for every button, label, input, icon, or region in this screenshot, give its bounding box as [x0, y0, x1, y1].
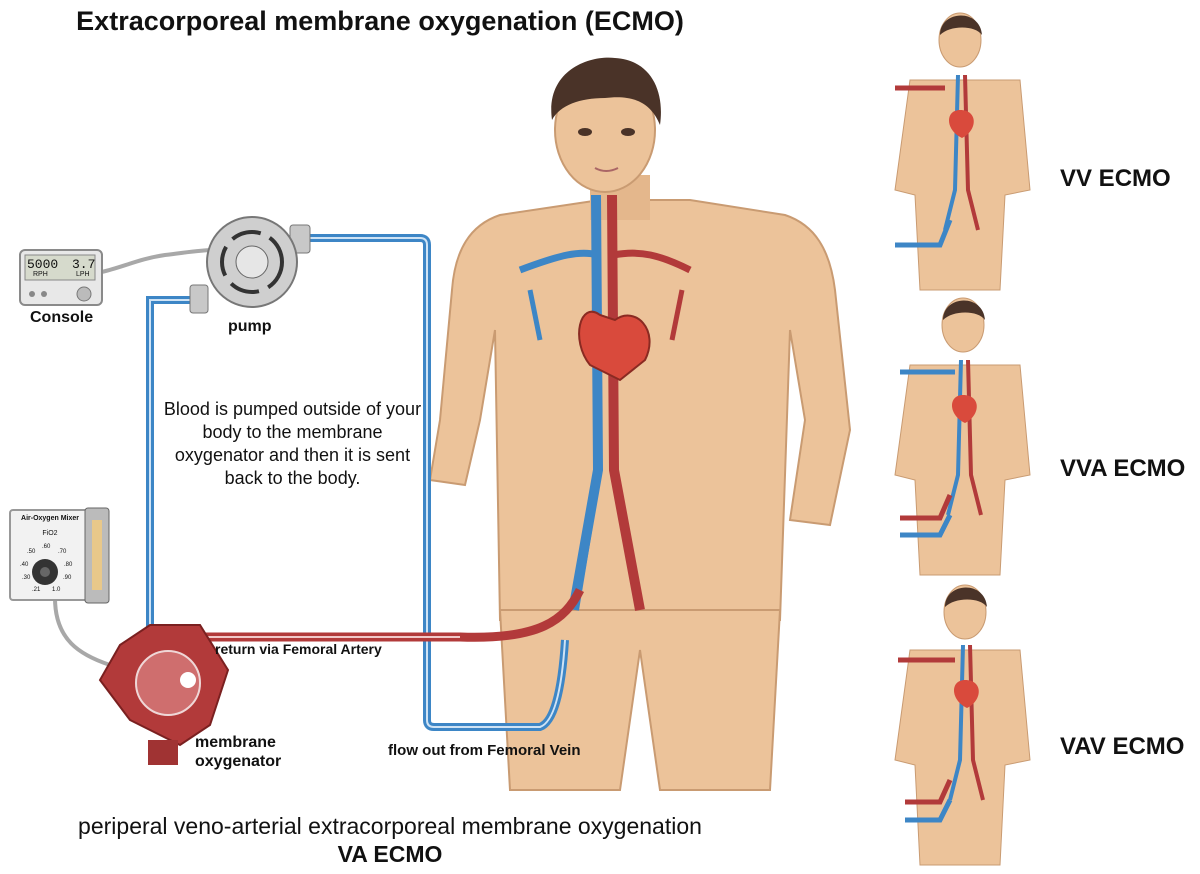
mixer-scale-7: .90 [63, 575, 72, 581]
mixer-scale-3: .50 [27, 549, 36, 555]
vva-figure [894, 297, 1031, 576]
console-rpm-value: 5000 [27, 257, 59, 272]
heart-icon [578, 311, 651, 382]
description-text: Blood is pumped outside of your body to … [163, 399, 422, 488]
vav-figure [894, 584, 1031, 866]
mixer-scale-5: .70 [58, 549, 67, 555]
caption-line2: VA ECMO [337, 841, 443, 867]
return-label: return via Femoral Artery [215, 641, 382, 657]
console-rpm-unit: RPH [33, 271, 48, 278]
caption: periperal veno-arterial extracorporeal m… [0, 812, 780, 868]
console-lph-value: 3.7 [72, 257, 96, 272]
pump-label: pump [228, 318, 272, 335]
console-lph-unit: LPH [76, 271, 90, 278]
vv-ecmo-label: VV ECMO [1060, 165, 1171, 192]
mixer-title: Air-Oxygen Mixer [21, 515, 79, 522]
mixer-scale-1: .30 [22, 575, 31, 581]
caption-line1: periperal veno-arterial extracorporeal m… [78, 813, 702, 839]
vav-ecmo-label: VAV ECMO [1060, 733, 1185, 760]
mixer-scale-0: .21 [32, 587, 41, 593]
flow-out-label: flow out from Femoral Vein [388, 742, 581, 759]
console-device [19, 249, 103, 306]
vva-ecmo-label: VVA ECMO [1060, 455, 1186, 482]
mixer-subtitle: FiO2 [42, 530, 58, 537]
main-vessels [518, 194, 692, 611]
oxygenator-icon [98, 624, 230, 765]
mixer-scale-6: .80 [64, 562, 73, 568]
oxygenator-label: membrane oxygenator [195, 734, 282, 770]
main-body-figure [428, 57, 852, 791]
console-label: Console [30, 309, 94, 326]
mixer-scale-2: .40 [20, 562, 29, 568]
vv-figure [894, 12, 1031, 291]
circuit-tubing [53, 234, 585, 731]
air-oxygen-mixer [9, 507, 110, 604]
mixer-scale-4: .60 [42, 544, 51, 550]
mixer-scale-8: 1.0 [52, 587, 61, 593]
page-title: Extracorporeal membrane oxygenation (ECM… [76, 6, 684, 36]
pump-icon [189, 216, 311, 314]
